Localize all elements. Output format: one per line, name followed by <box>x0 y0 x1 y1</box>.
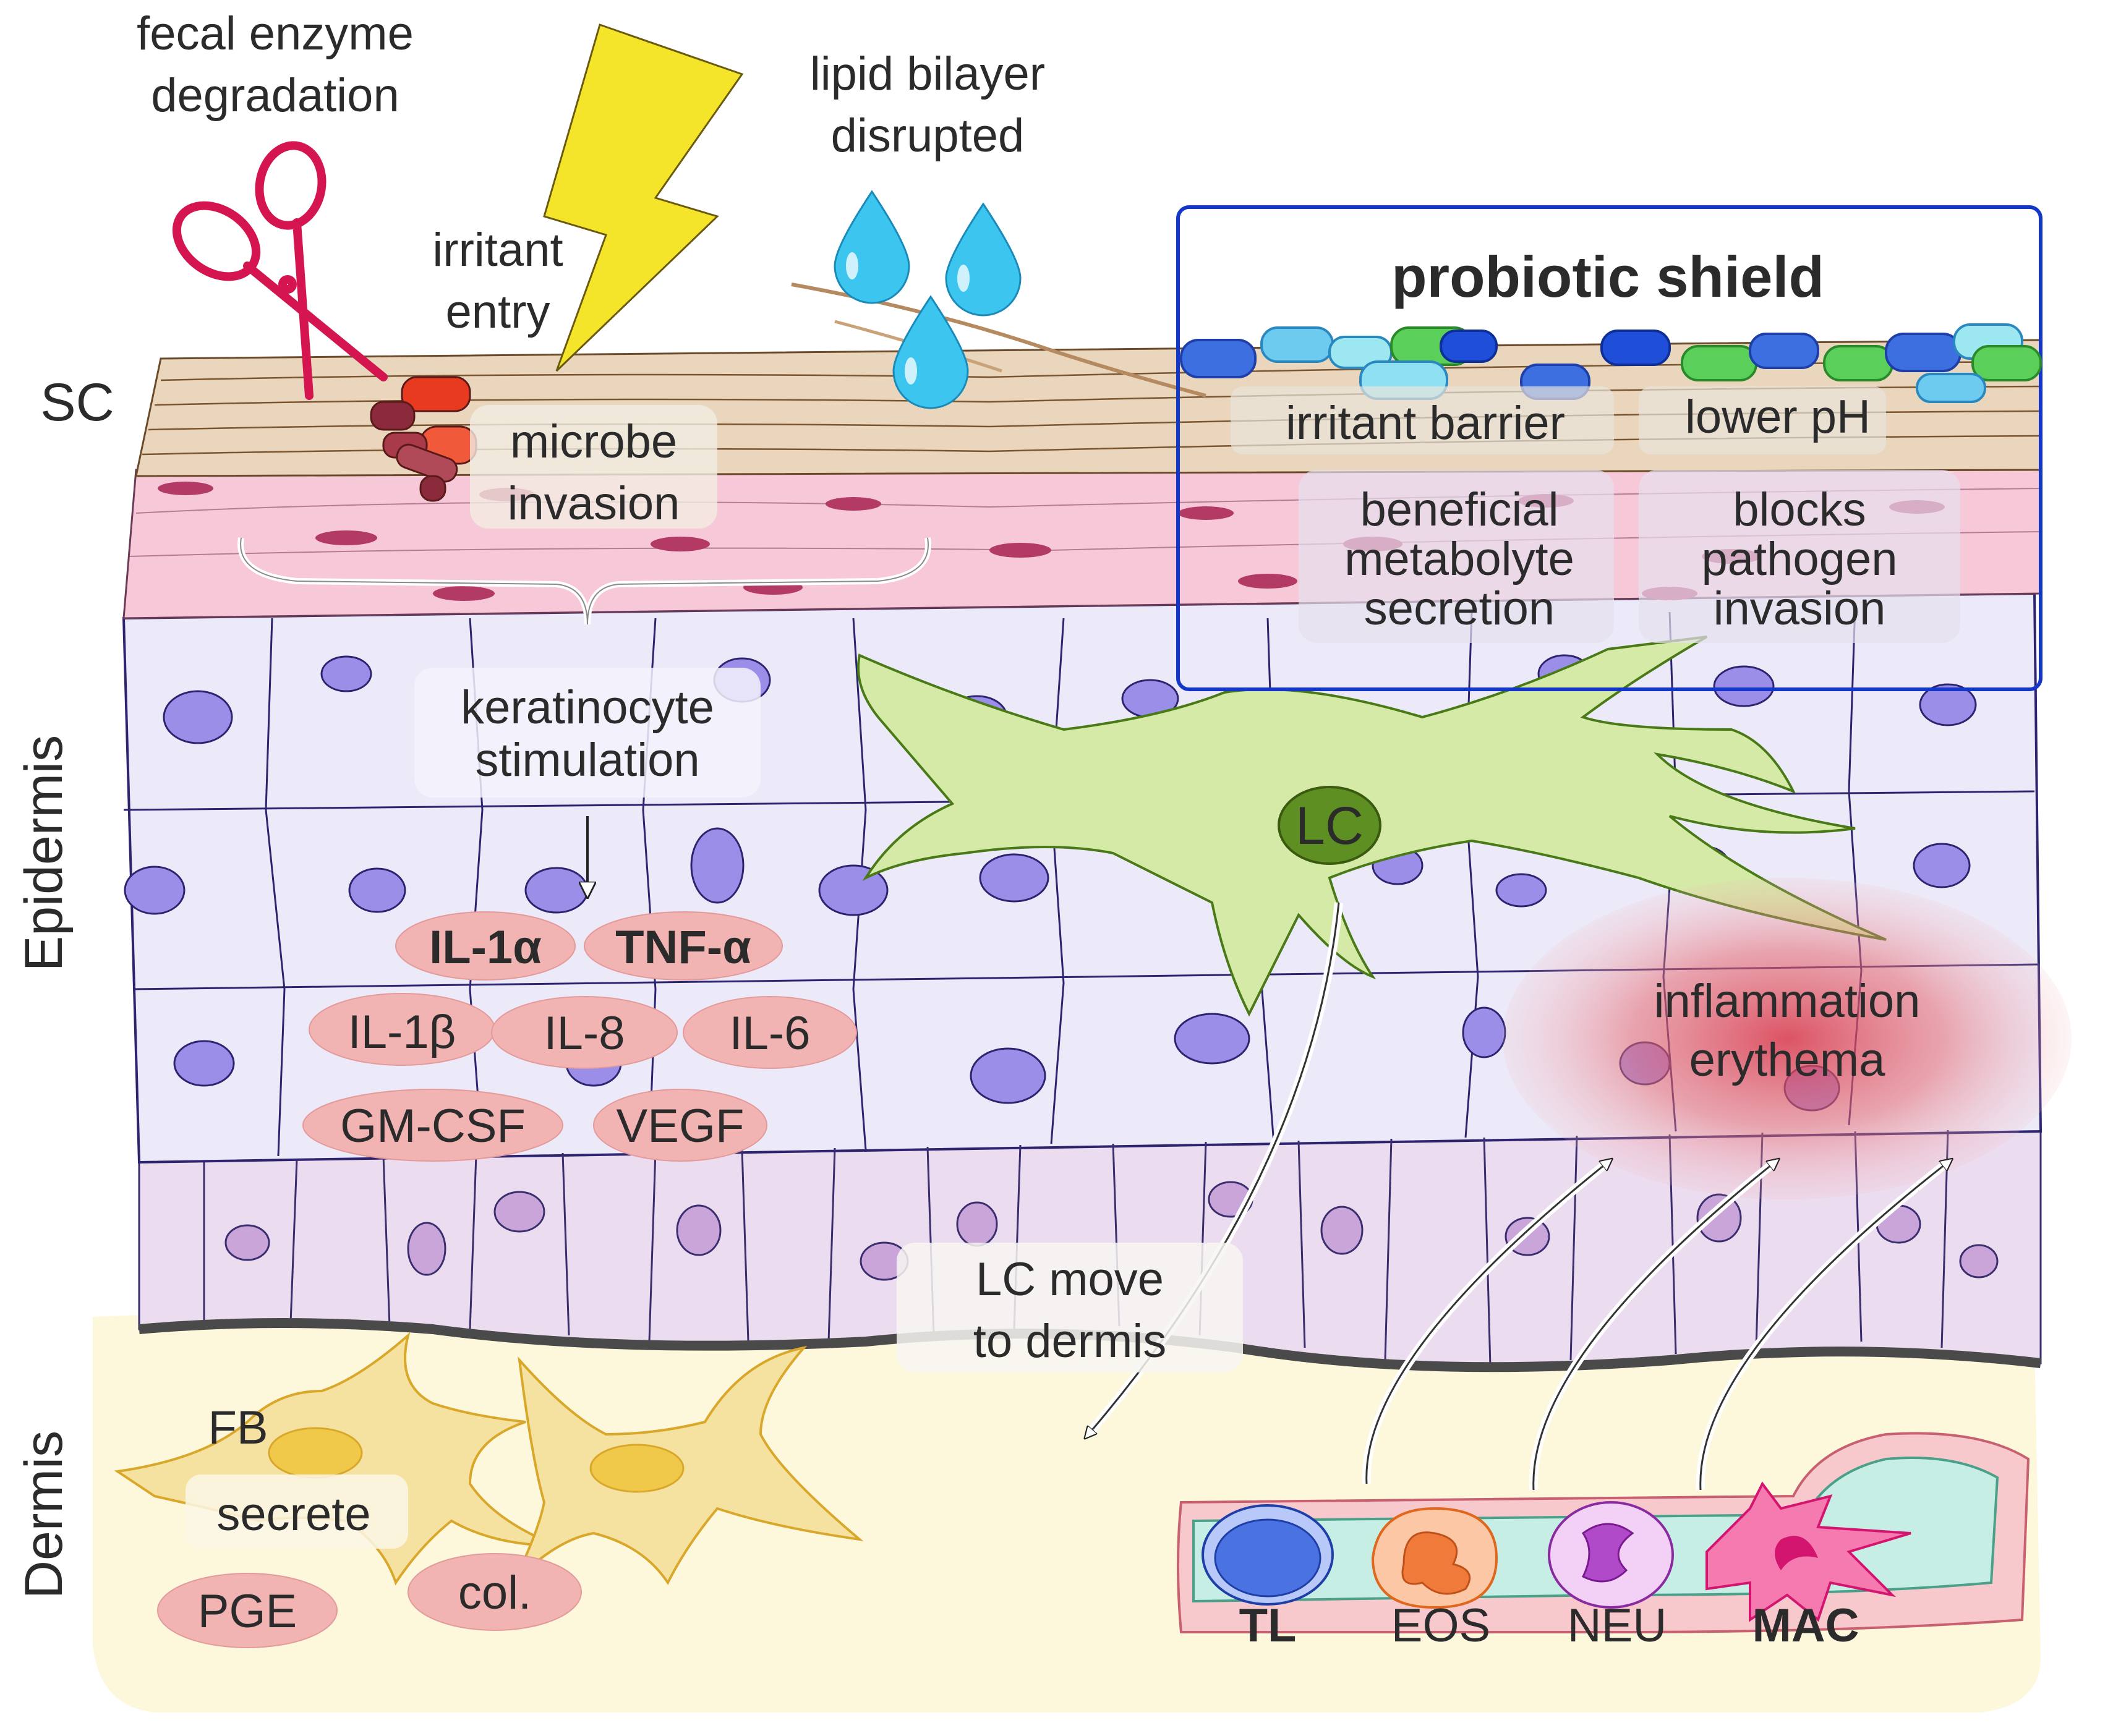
lc-label: LC <box>1296 796 1364 856</box>
lipid-line2: disrupted <box>831 109 1025 162</box>
tl-label: TL <box>1239 1599 1297 1652</box>
keratinocyte-line2: stimulation <box>475 734 699 786</box>
fecal-line2: degradation <box>151 69 399 122</box>
water-drop-highlight <box>846 252 970 385</box>
eos-label: EOS <box>1391 1599 1491 1652</box>
lower-ph-label: lower pH <box>1685 391 1871 443</box>
layer-label-sc: SC <box>40 373 114 432</box>
lc-move-label-bg <box>897 1243 1243 1372</box>
fibroblast-nuclei <box>268 1427 685 1493</box>
recruitment-arrows <box>1362 1162 1948 1491</box>
metabolite-line1: beneficial <box>1360 483 1558 536</box>
lc-nucleus <box>1278 786 1381 865</box>
irritant-line2: entry <box>446 286 550 338</box>
secrete-label-bg <box>186 1474 408 1549</box>
col-label: col. <box>458 1567 531 1619</box>
irritant-barrier-label: irritant barrier <box>1286 397 1565 449</box>
layer-label-dermis: Dermis <box>14 1431 74 1599</box>
lipid-line1: lipid bilayer <box>810 48 1045 100</box>
pge-label: PGE <box>198 1585 297 1638</box>
microbe-line2: invasion <box>508 477 680 530</box>
eosinophil <box>1371 1507 1498 1609</box>
inflammation-line1: inflammation <box>1654 975 1921 1028</box>
probiotic-title: probiotic shield <box>1391 244 1824 309</box>
lightning-icon <box>543 23 744 372</box>
mac-label: MAC <box>1752 1599 1859 1652</box>
t-lymphocyte <box>1202 1504 1334 1606</box>
cytokine-il1a: IL-1α <box>429 921 542 974</box>
pge-pill <box>157 1573 338 1648</box>
microbe-line1: microbe <box>510 415 677 468</box>
col-pill <box>408 1553 582 1631</box>
probiotic-label-bg <box>1231 386 1614 454</box>
metabolite-line3: secretion <box>1364 582 1555 635</box>
probiotic-shield-box <box>1176 205 2043 691</box>
cytokine-gmcsf: GM-CSF <box>340 1100 526 1152</box>
metabolite-line2: metabolyte <box>1344 533 1574 585</box>
cytokine-tnfa: TNF-α <box>615 921 751 974</box>
brace-outline <box>240 537 929 625</box>
inflammation-zone <box>1503 878 2072 1199</box>
fecal-line1: fecal enzyme <box>137 7 414 60</box>
microbe-label-bg <box>470 405 717 529</box>
lc-move-line1: LC move <box>976 1253 1164 1306</box>
blocks-line1: blocks <box>1733 483 1866 536</box>
layer-label-epidermis: Epidermis <box>14 735 74 971</box>
neutrophil <box>1548 1501 1674 1609</box>
keratinocyte-line1: keratinocyte <box>461 681 714 734</box>
probiotic-label-bg <box>1639 470 1960 643</box>
cytokine-il1b: IL-1β <box>348 1006 456 1058</box>
lc-move-line2: to dermis <box>973 1315 1167 1368</box>
blocks-line3: invasion <box>1714 582 1886 635</box>
cytokine-il8: IL-8 <box>544 1007 625 1060</box>
irritant-line1: irritant <box>432 224 563 276</box>
fb-label: FB <box>208 1402 268 1454</box>
blocks-line2: pathogen <box>1702 533 1898 585</box>
microbe-cluster <box>370 376 477 502</box>
scissors-icon <box>172 141 388 400</box>
cytokine-pills <box>302 911 857 1162</box>
probiotic-label-bg <box>1639 386 1886 454</box>
keratinocyte-label-bg <box>414 668 761 798</box>
probiotic-label-bg <box>1299 470 1614 643</box>
cytokine-vegf: VEGF <box>617 1100 745 1152</box>
inflammation-line2: erythema <box>1689 1034 1886 1086</box>
macrophage <box>1705 1481 1911 1622</box>
cytokine-il6: IL-6 <box>730 1007 811 1060</box>
neu-label: NEU <box>1568 1599 1667 1652</box>
secrete-label: secrete <box>216 1488 370 1541</box>
